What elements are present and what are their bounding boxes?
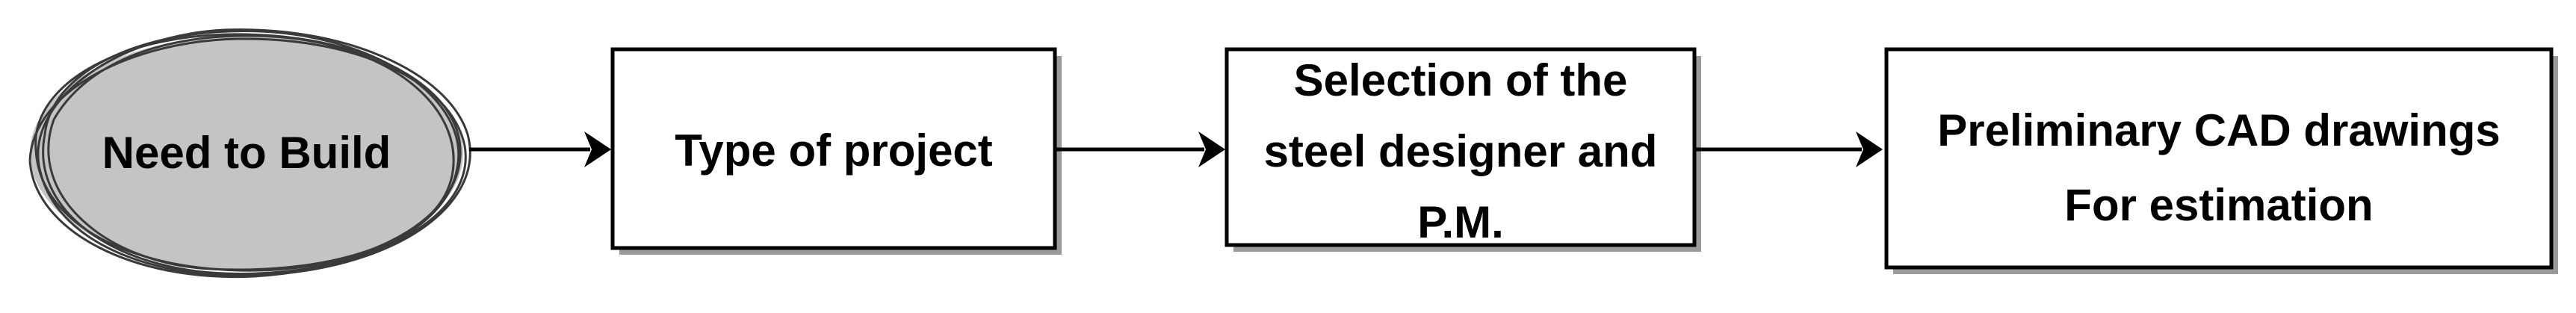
sketch-stroke — [47, 34, 455, 271]
edge-type-to-selection — [1055, 131, 1225, 167]
sketch-stroke — [28, 37, 467, 279]
arrow-head — [1198, 131, 1225, 167]
node-need-to-build: Need to Build — [28, 28, 471, 279]
node-type-of-project: Type of project — [610, 47, 1062, 255]
node-label-line: Need to Build — [102, 128, 391, 178]
node-label-line: Type of project — [675, 125, 993, 176]
node-preliminary-cad-drawings: Preliminary CAD drawings For estimation — [1884, 47, 2558, 274]
sketch-stroke — [37, 28, 471, 277]
box-shape — [1884, 47, 2554, 270]
box-shape — [1224, 47, 1697, 247]
node-label-line: steel designer and — [1264, 126, 1658, 176]
ellipse-shape — [30, 35, 463, 271]
node-label-line: Preliminary CAD drawings — [1937, 105, 2501, 155]
node-label-line: For estimation — [2064, 180, 2373, 230]
arrow-head — [1856, 131, 1883, 167]
node-label-line: Selection of the — [1294, 55, 1628, 105]
edge-selection-to-preliminary — [1694, 131, 1883, 167]
node-selection-of-steel-designer: Selection of the steel designer and P.M. — [1224, 47, 1701, 252]
arrow-head — [584, 131, 611, 167]
node-label-line: P.M. — [1417, 197, 1504, 247]
edge-need-to-type — [469, 131, 611, 167]
box-shape — [610, 47, 1057, 250]
